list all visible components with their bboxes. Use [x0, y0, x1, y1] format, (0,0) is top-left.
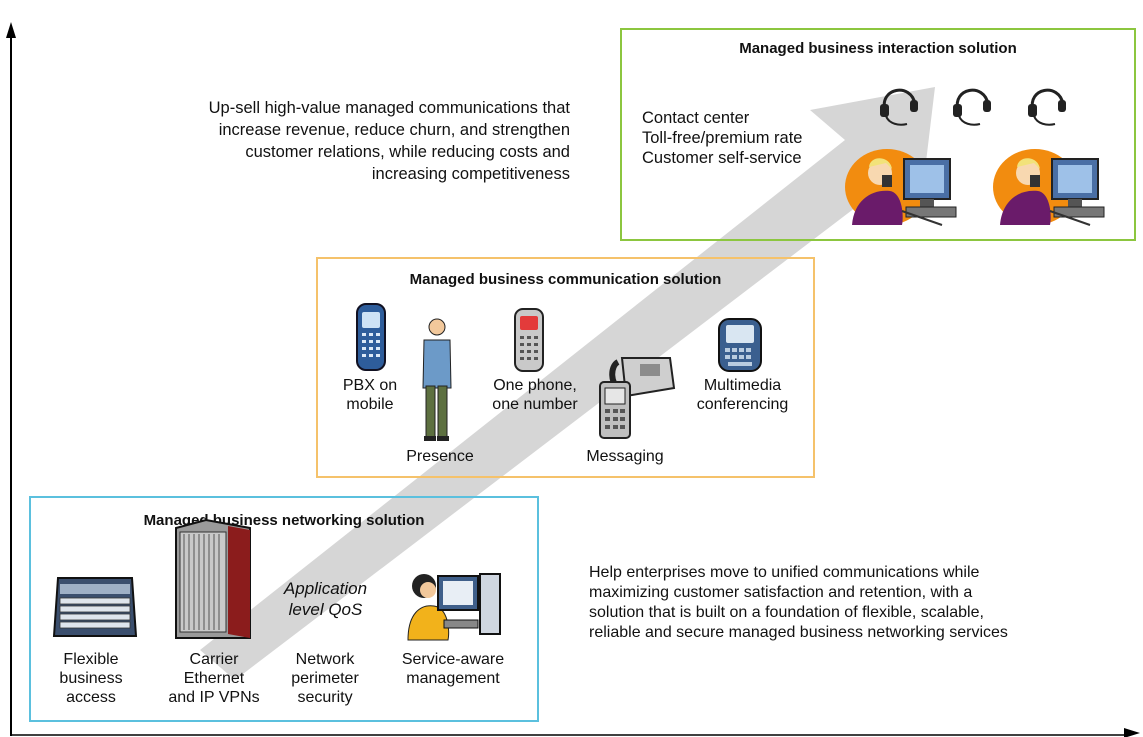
- multimedia-conferencing-label: Multimedia conferencing: [696, 377, 789, 413]
- headset-icon: [953, 88, 991, 126]
- upsell-description: Up-sell high-value managed communication…: [208, 99, 570, 183]
- person-icon: [422, 318, 452, 441]
- operator-workstation-icon: [407, 573, 501, 641]
- server-rack-icon: [175, 518, 251, 639]
- call-agent-icon: [993, 149, 1105, 226]
- communication-solution-title: Managed business communication solution: [409, 271, 722, 288]
- communication-solution-box: Managed business communication solution: [316, 257, 815, 478]
- one-phone-one-number-label: One phone, one number: [492, 377, 578, 413]
- flexible-business-access-label: Flexible business access: [59, 651, 123, 706]
- headset-icon: [880, 88, 918, 126]
- application-level-qos-label: Application level QoS: [283, 579, 368, 619]
- enterprise-description: Help enterprises move to unified communi…: [589, 564, 1008, 641]
- messaging-label: Messaging: [586, 448, 664, 465]
- desk-phone-pda-icon: [599, 357, 676, 439]
- presence-label: Presence: [406, 448, 474, 465]
- carrier-ethernet-label: Carrier Ethernet and IP VPNs: [168, 651, 260, 706]
- mobile-phone-icon: [514, 308, 544, 372]
- interaction-solution-box: Managed business interaction solution Co…: [620, 28, 1136, 241]
- x-axis-arrowhead: [1124, 728, 1140, 737]
- router-chassis-icon: [52, 577, 138, 637]
- interaction-solution-title: Managed business interaction solution: [739, 40, 1017, 57]
- smartphone-icon: [718, 318, 762, 372]
- pbx-on-mobile-label: PBX on mobile: [342, 377, 398, 413]
- headset-icon: [1028, 88, 1066, 126]
- network-perimeter-security-label: Network perimeter security: [291, 651, 359, 706]
- mobile-phone-icon: [356, 303, 386, 371]
- y-axis-arrowhead: [6, 22, 16, 38]
- networking-solution-title: Managed business networking solution: [143, 512, 425, 529]
- service-aware-management-label: Service-aware management: [401, 651, 505, 687]
- interaction-services-list: Contact center Toll-free/premium rate Cu…: [642, 109, 803, 167]
- call-agent-icon: [845, 149, 957, 226]
